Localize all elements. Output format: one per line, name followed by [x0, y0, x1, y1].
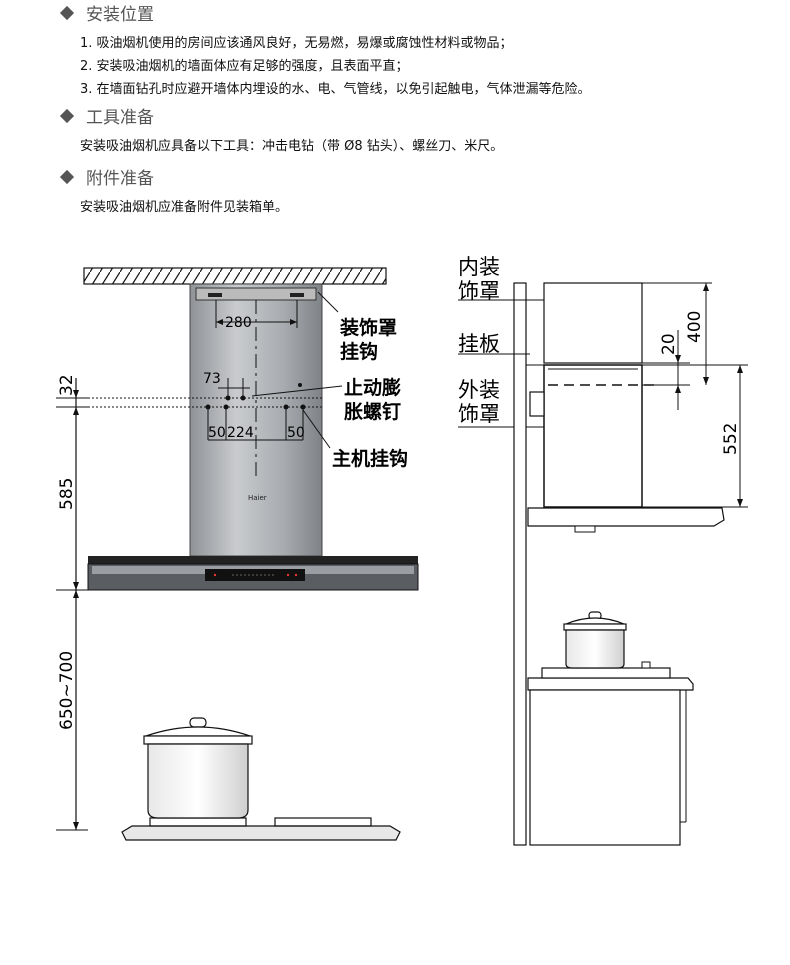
label-anchor-2: 胀螺钉 [344, 400, 401, 423]
wall [513, 282, 527, 846]
section-title: 安装位置 [86, 5, 154, 25]
label-inner-cover-1: 内装 [458, 255, 500, 279]
counter-top [527, 677, 694, 691]
label-anchor-1: 止动膨 [344, 376, 401, 399]
location-item-3: 3. 在墙面钻孔时应避开墙体内埋设的水、电、气管线，以免引起触电，气体泄漏等危险… [80, 82, 591, 97]
inner-cover [543, 282, 643, 364]
control-panel [205, 569, 305, 581]
section-parts-heading: 附件准备 [59, 164, 154, 189]
tools-text: 安装吸油烟机应具备以下工具：冲击电钻（带 Ø8 钻头）、螺丝刀、米尺。 [80, 139, 504, 154]
pot-icon [143, 717, 253, 819]
label-inner-cover-2: 饰罩 [458, 279, 500, 303]
label-cover-hook-1: 装饰罩 [339, 316, 397, 339]
label-main-hook: 主机挂钩 [332, 447, 408, 470]
dim-50-left: 50 [208, 425, 226, 441]
dim-50-right: 50 [287, 425, 305, 441]
parts-text: 安装吸油烟机应准备附件见装箱单。 [80, 200, 289, 215]
front-view: 280 73 50 224 50 Haier [56, 267, 419, 841]
side-cooktop [541, 667, 671, 679]
dim-650-700: 650~700 [57, 651, 77, 730]
label-outer-cover-1: 外装 [458, 378, 500, 402]
section-title: 附件准备 [86, 169, 154, 189]
dim-20: 20 [659, 333, 679, 355]
dim-585: 585 [57, 478, 77, 510]
dim-224: 224 [227, 425, 254, 441]
burner-right [274, 817, 372, 827]
dim-32: 32 [57, 374, 77, 396]
mounting-plate [529, 391, 545, 417]
location-item-1: 1. 吸油烟机使用的房间应该通风良好，无易燃，易爆或腐蚀性材料或物品； [80, 36, 513, 51]
brand-logo: Haier [248, 494, 267, 502]
cabinet [529, 689, 681, 846]
side-view: 20 400 552 内装 饰罩 挂板 外装 饰罩 [458, 255, 748, 846]
label-cover-hook-2: 挂钩 [340, 340, 378, 363]
side-pot-icon [563, 611, 627, 669]
dim-400: 400 [685, 311, 705, 343]
dim-73: 73 [203, 371, 221, 387]
section-title: 工具准备 [86, 108, 154, 128]
ceiling [83, 267, 387, 285]
burner-left [149, 817, 247, 827]
label-outer-cover-2: 饰罩 [458, 402, 500, 426]
side-hood [527, 507, 725, 527]
cooktop [121, 825, 401, 841]
dim-280: 280 [225, 315, 252, 331]
label-mounting-plate: 挂板 [458, 332, 500, 356]
section-tools-heading: 工具准备 [59, 103, 154, 128]
location-item-2: 2. 安装吸油烟机的墙面体应有足够的强度，且表面平直； [80, 59, 409, 74]
outer-cover [543, 364, 643, 508]
dim-552: 552 [721, 423, 741, 455]
hood-top-edge [88, 556, 418, 564]
section-location-heading: 安装位置 [59, 0, 154, 25]
